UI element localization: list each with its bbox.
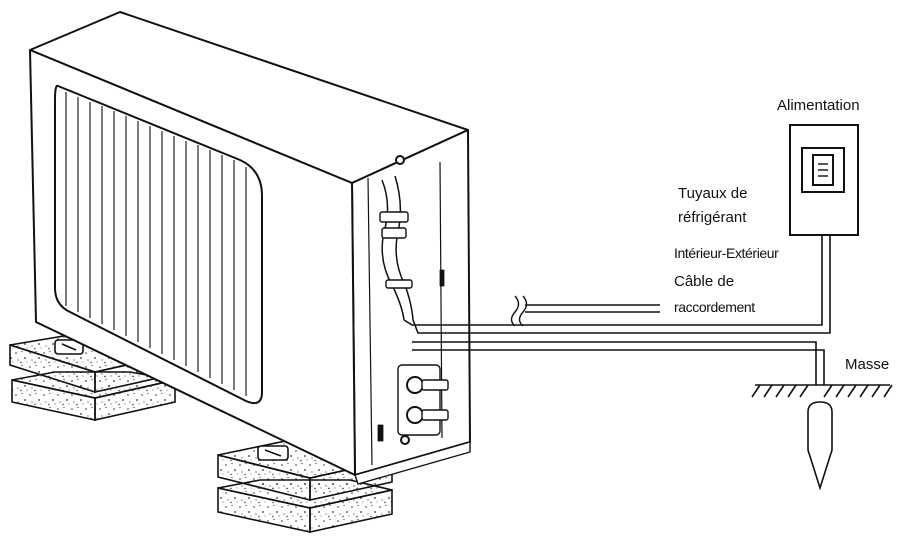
power-supply-label: Alimentation (777, 97, 860, 114)
outdoor-unit-icon (29, 11, 471, 485)
refrigerant-pipes-label-line1: Tuyaux de (678, 185, 748, 202)
interconnect-cable-label-line2: Câble de (674, 273, 735, 290)
interconnect-cable-label-line3: raccordement (674, 299, 755, 315)
power-switch-icon (789, 124, 859, 236)
ground-rod-icon (751, 384, 893, 491)
connection-pipes (403, 236, 831, 385)
refrigerant-pipes-label-line2: réfrigérant (678, 209, 747, 226)
interconnect-cable-label-line1: Intérieur-Extérieur (674, 245, 779, 261)
ground-label: Masse (845, 356, 890, 373)
